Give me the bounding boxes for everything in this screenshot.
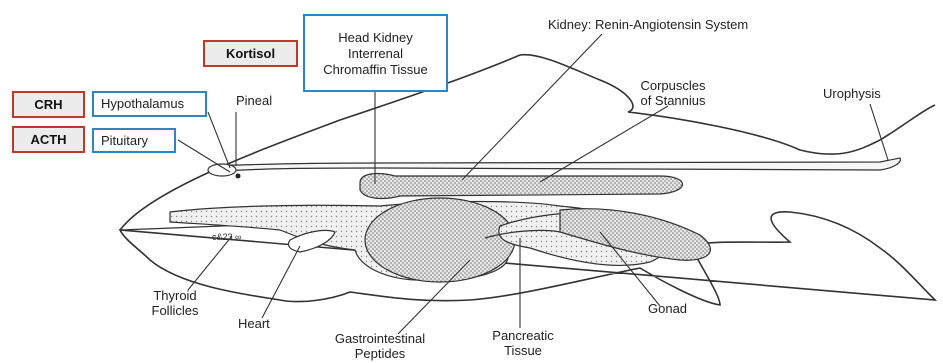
acth-hormone-box: ACTH: [12, 126, 85, 153]
corpuscles-line-2: of Stannius: [618, 93, 728, 108]
gastrointestinal-label: Gastrointestinal Peptides: [320, 331, 440, 361]
corpuscles-line-1: Corpuscles: [618, 78, 728, 93]
head-kidney-line-2: Interrenal: [305, 46, 446, 62]
gastrointestinal-line-1: Gastrointestinal: [320, 331, 440, 346]
pancreatic-line-2: Tissue: [478, 343, 568, 358]
pituitary-label: Pituitary: [101, 133, 148, 148]
pituitary-gland: [236, 174, 241, 179]
gonad-label: Gonad: [648, 301, 687, 316]
thyroid-line-1: Thyroid: [140, 288, 210, 303]
corpuscles-label: Corpuscles of Stannius: [618, 78, 728, 108]
kortisol-hormone-box: Kortisol: [203, 40, 298, 67]
acth-label: ACTH: [30, 132, 66, 147]
thyroid-follicles-marks: c&23 ∞: [212, 232, 241, 242]
head-kidney-line-1: Head Kidney: [305, 30, 446, 46]
crh-label: CRH: [34, 97, 62, 112]
head-kidney-box: Head Kidney Interrenal Chromaffin Tissue: [303, 14, 448, 92]
hypothalamus-label: Hypothalamus: [101, 96, 184, 111]
kidney-organ: [360, 174, 683, 199]
kidney-renin-label: Kidney: Renin-Angiotensin System: [548, 17, 748, 32]
kortisol-label: Kortisol: [226, 46, 275, 61]
hypothalamus-box: Hypothalamus: [92, 91, 207, 117]
crh-hormone-box: CRH: [12, 91, 85, 118]
head-kidney-line-3: Chromaffin Tissue: [305, 62, 446, 78]
pituitary-box: Pituitary: [92, 128, 176, 153]
thyroid-label: Thyroid Follicles: [140, 288, 210, 318]
gastrointestinal-line-2: Peptides: [320, 346, 440, 361]
stomach: [365, 198, 515, 282]
heart-label: Heart: [238, 316, 270, 331]
pineal-label: Pineal: [236, 93, 272, 108]
pancreatic-label: Pancreatic Tissue: [478, 328, 568, 358]
thyroid-line-2: Follicles: [140, 303, 210, 318]
brain: [208, 164, 236, 176]
pancreatic-line-1: Pancreatic: [478, 328, 568, 343]
urophysis-label: Urophysis: [823, 86, 881, 101]
